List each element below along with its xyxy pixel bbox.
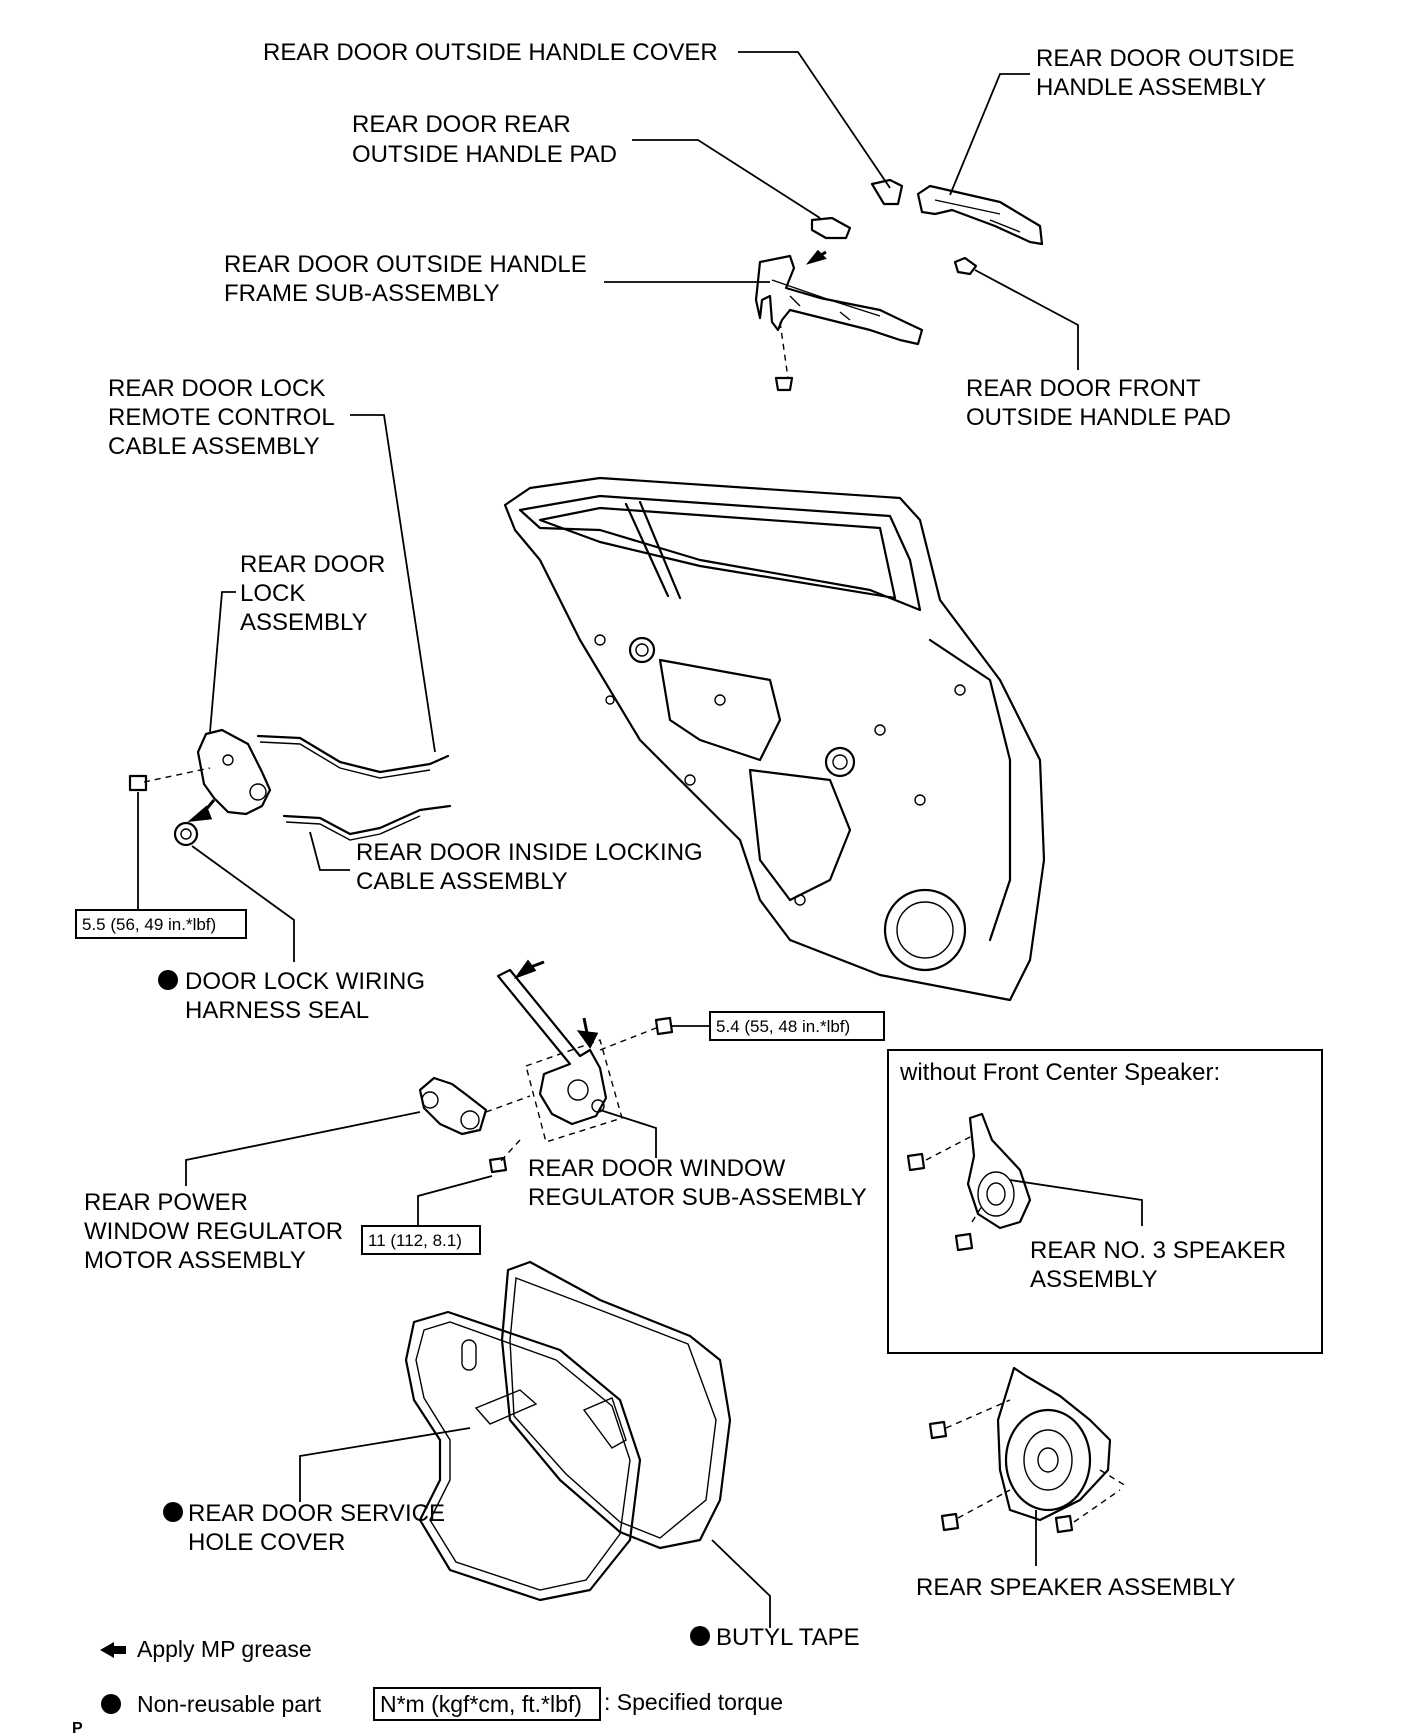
non-reusable-icon [158, 970, 178, 990]
legend-non-reusable: Non-reusable part [137, 1691, 322, 1717]
torque-regulator-bolt: 5.4 (55, 48 in.*lbf) [709, 1011, 885, 1041]
svg-text:11 (112, 8.1): 11 (112, 8.1) [368, 1231, 462, 1250]
svg-text:5.4 (55, 48 in.*lbf): 5.4 (55, 48 in.*lbf) [716, 1017, 850, 1036]
svg-text:WINDOW REGULATOR: WINDOW REGULATOR [84, 1218, 343, 1245]
label-no3-speaker: REAR NO. 3 SPEAKER ASSEMBLY [1030, 1237, 1286, 1293]
rear-speaker-screw [928, 1420, 948, 1440]
butyl-tape [500, 1260, 732, 1550]
svg-text:HANDLE ASSEMBLY: HANDLE ASSEMBLY [1036, 74, 1266, 101]
no3-speaker-screw [906, 1152, 926, 1172]
svg-text:MOTOR ASSEMBLY: MOTOR ASSEMBLY [84, 1247, 306, 1274]
svg-text:CABLE ASSEMBLY: CABLE ASSEMBLY [108, 433, 320, 460]
harness-seal [173, 821, 199, 847]
grease-arrow-icon [187, 799, 216, 823]
rear-door-panel [503, 476, 1046, 1002]
corner-mark: P [72, 1720, 83, 1734]
svg-text:ASSEMBLY: ASSEMBLY [1030, 1266, 1158, 1293]
outside-handle-cover [870, 178, 904, 206]
outside-handle-frame [754, 254, 924, 346]
no3-speaker [966, 1112, 1032, 1230]
svg-text:REAR DOOR: REAR DOOR [240, 551, 385, 578]
legend-grease: Apply MP grease [137, 1636, 312, 1662]
remote-control-cable [256, 734, 450, 774]
svg-text:REAR DOOR FRONT: REAR DOOR FRONT [966, 375, 1201, 402]
inset-no3-speaker-box [887, 1049, 1323, 1354]
torque-lock-screw: 5.5 (56, 49 in.*lbf) [75, 909, 247, 939]
svg-text:REAR DOOR LOCK: REAR DOOR LOCK [108, 375, 325, 402]
svg-text:OUTSIDE HANDLE PAD: OUTSIDE HANDLE PAD [352, 141, 617, 168]
window-regulator [496, 968, 608, 1126]
rear-speaker [996, 1366, 1112, 1522]
legend: Apply MP grease Non-reusable part N*m (k… [100, 1636, 783, 1721]
rear-speaker-screw [1054, 1514, 1074, 1534]
label-window-regulator: REAR DOOR WINDOW REGULATOR SUB-ASSEMBLY [528, 1155, 867, 1211]
label-outside-handle-frame: REAR DOOR OUTSIDE HANDLE FRAME SUB-ASSEM… [224, 251, 587, 307]
service-hole-cover [404, 1310, 642, 1602]
svg-text:REAR DOOR OUTSIDE HANDLE: REAR DOOR OUTSIDE HANDLE [224, 251, 587, 278]
svg-text:DOOR LOCK WIRING: DOOR LOCK WIRING [185, 968, 425, 995]
svg-text:REAR DOOR INSIDE LOCKING: REAR DOOR INSIDE LOCKING [356, 839, 703, 866]
label-lock-assembly: REAR DOOR LOCK ASSEMBLY [240, 551, 385, 636]
label-regulator-motor: REAR POWER WINDOW REGULATOR MOTOR ASSEMB… [84, 1189, 343, 1274]
label-rear-outside-handle-pad: REAR DOOR REAR OUTSIDE HANDLE PAD [352, 111, 617, 168]
non-reusable-icon [690, 1626, 710, 1646]
inside-locking-cable [282, 804, 452, 836]
rear-speaker-screw [940, 1512, 960, 1532]
label-wiring-harness-seal: DOOR LOCK WIRING HARNESS SEAL [158, 968, 425, 1024]
svg-text:HARNESS SEAL: HARNESS SEAL [185, 997, 369, 1024]
svg-text:REAR NO. 3 SPEAKER: REAR NO. 3 SPEAKER [1030, 1237, 1286, 1264]
svg-text:FRAME SUB-ASSEMBLY: FRAME SUB-ASSEMBLY [224, 280, 500, 307]
front-outside-handle-pad [953, 256, 978, 276]
regulator-nut [488, 1156, 508, 1174]
label-rear-speaker: REAR SPEAKER ASSEMBLY [916, 1574, 1236, 1601]
label-inside-locking-cable: REAR DOOR INSIDE LOCKING CABLE ASSEMBLY [356, 839, 703, 895]
outside-handle-assembly [916, 184, 1044, 246]
svg-text:REAR POWER: REAR POWER [84, 1189, 248, 1216]
filled-circle-icon [101, 1694, 121, 1714]
rear-outside-handle-pad [810, 216, 852, 240]
grease-arrow-icon [805, 249, 827, 265]
svg-text:CABLE ASSEMBLY: CABLE ASSEMBLY [356, 868, 568, 895]
svg-text:REAR DOOR WINDOW: REAR DOOR WINDOW [528, 1155, 786, 1182]
grease-arrow-icon [576, 1017, 599, 1049]
no3-speaker-screw [954, 1232, 974, 1252]
svg-text:HOLE COVER: HOLE COVER [188, 1529, 345, 1556]
svg-text:BUTYL TAPE: BUTYL TAPE [716, 1624, 860, 1651]
legend-torque-desc: : Specified torque [604, 1689, 783, 1715]
svg-text:LOCK: LOCK [240, 580, 305, 607]
arrow-left-icon [100, 1642, 126, 1658]
lock-assembly [196, 728, 272, 816]
label-outside-handle-assembly: REAR DOOR OUTSIDE HANDLE ASSEMBLY [1036, 45, 1295, 101]
label-service-hole-cover: REAR DOOR SERVICE HOLE COVER [163, 1500, 445, 1556]
svg-text:REAR DOOR OUTSIDE HANDLE COVER: REAR DOOR OUTSIDE HANDLE COVER [263, 39, 718, 66]
svg-text:REMOTE CONTROL: REMOTE CONTROL [108, 404, 335, 431]
legend-torque-box: N*m (kgf*cm, ft.*lbf) [380, 1691, 582, 1717]
frame-screw [774, 376, 794, 392]
svg-text:ASSEMBLY: ASSEMBLY [240, 609, 368, 636]
lock-screw [128, 774, 148, 792]
label-outside-handle-cover: REAR DOOR OUTSIDE HANDLE COVER [263, 39, 718, 66]
regulator-bolt [654, 1016, 674, 1036]
inset-title: without Front Center Speaker: [899, 1059, 1220, 1086]
svg-text:5.5 (56, 49 in.*lbf): 5.5 (56, 49 in.*lbf) [82, 915, 216, 934]
label-remote-control-cable: REAR DOOR LOCK REMOTE CONTROL CABLE ASSE… [108, 375, 335, 460]
label-front-outside-handle-pad: REAR DOOR FRONT OUTSIDE HANDLE PAD [966, 375, 1231, 431]
regulator-motor [418, 1076, 488, 1136]
label-butyl-tape: BUTYL TAPE [690, 1624, 860, 1651]
grease-arrow-icon [513, 959, 545, 980]
svg-text:REAR DOOR OUTSIDE: REAR DOOR OUTSIDE [1036, 45, 1295, 72]
non-reusable-icon [163, 1502, 183, 1522]
svg-text:REGULATOR SUB-ASSEMBLY: REGULATOR SUB-ASSEMBLY [528, 1184, 867, 1211]
torque-regulator-nut: 11 (112, 8.1) [361, 1225, 481, 1255]
svg-text:REAR DOOR SERVICE: REAR DOOR SERVICE [188, 1500, 445, 1527]
svg-text:REAR DOOR REAR: REAR DOOR REAR [352, 111, 571, 138]
svg-text:OUTSIDE HANDLE PAD: OUTSIDE HANDLE PAD [966, 404, 1231, 431]
